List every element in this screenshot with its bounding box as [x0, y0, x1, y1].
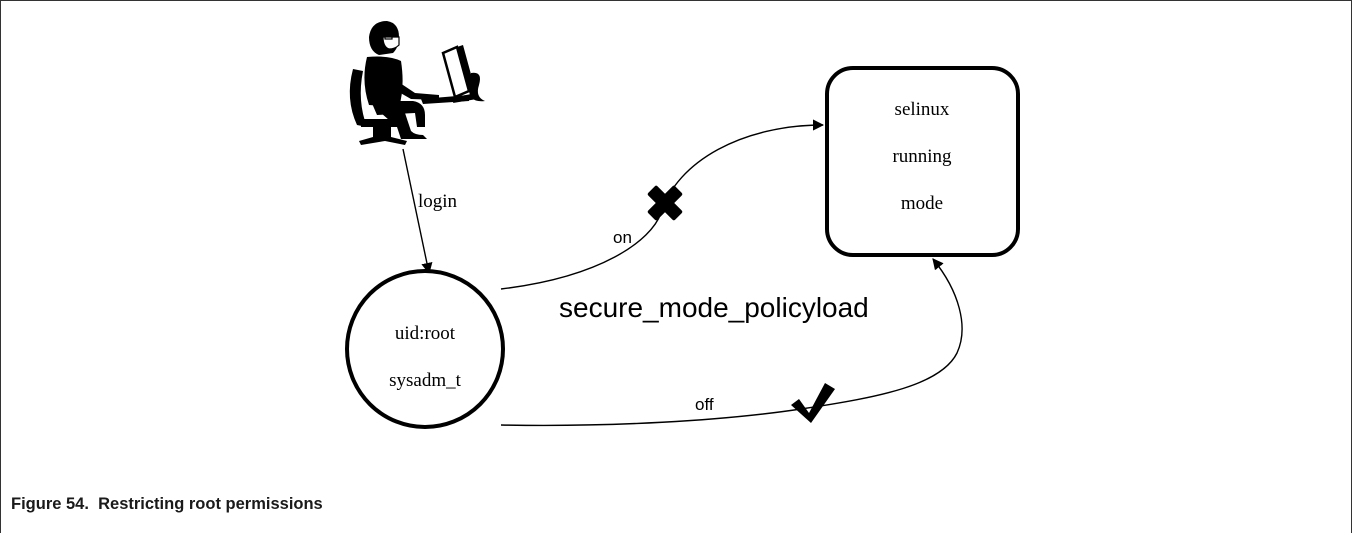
- on-label: on: [613, 228, 632, 247]
- login-label: login: [418, 191, 458, 212]
- process-node-domain-label: sysadm_t: [389, 370, 462, 391]
- figure-caption: Figure 54. Restricting root permissions: [11, 495, 323, 513]
- process-node-uid-label: uid:root: [395, 323, 456, 344]
- mode-node-line2: running: [892, 146, 952, 167]
- checkmark-icon: [791, 383, 835, 423]
- mode-node: [825, 66, 1020, 257]
- mode-node-line3: mode: [901, 193, 943, 214]
- off-label: off: [695, 395, 714, 414]
- process-node: [345, 269, 505, 429]
- policy-label: secure_mode_policyload: [559, 292, 869, 323]
- off-edge: [500, 258, 963, 427]
- cross-icon: [647, 185, 683, 221]
- mode-node-line1: selinux: [895, 99, 950, 120]
- login-arrow: [402, 148, 433, 275]
- user-at-computer-icon: [349, 21, 485, 145]
